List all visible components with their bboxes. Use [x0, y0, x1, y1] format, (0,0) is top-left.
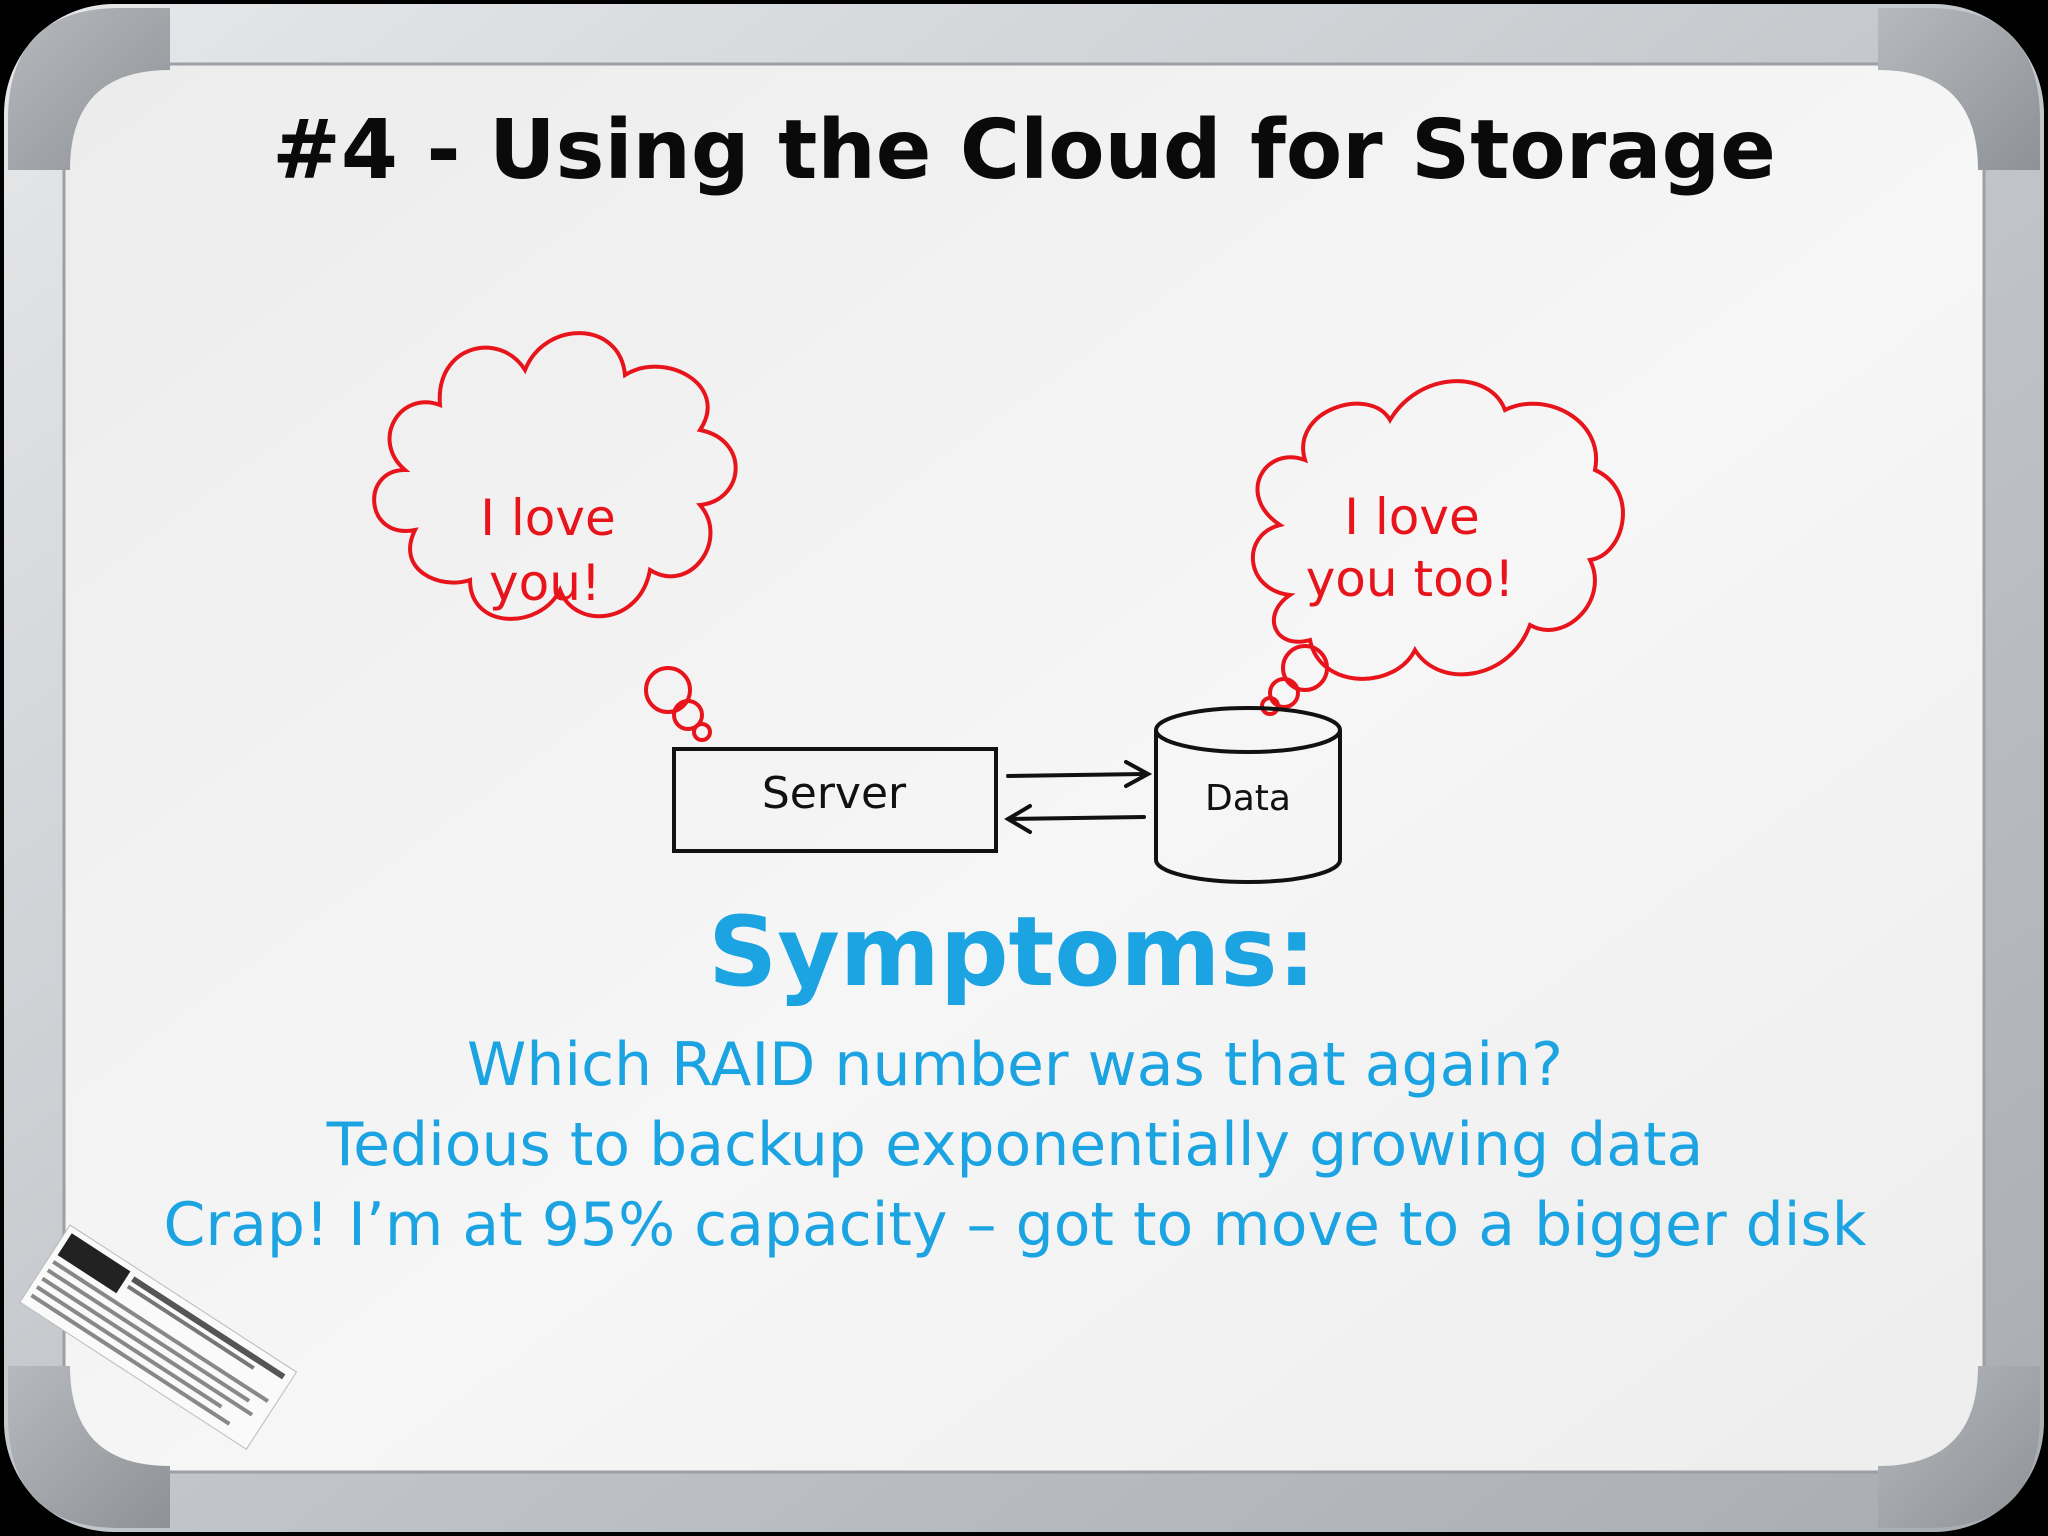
server-thought-line-1: I love: [480, 489, 615, 547]
server-label: Server: [762, 768, 907, 819]
server-to-data-arrow: [1006, 760, 1153, 788]
data-thought-line-2: you too!: [1306, 550, 1515, 608]
server-thought-line-2: you!: [489, 554, 601, 612]
parrot-sticker-icon: [19, 1224, 298, 1450]
symptom-item-2: Tedious to backup exponentially growing …: [326, 1110, 1704, 1180]
data-thought-line-1: I love: [1344, 488, 1479, 546]
data-to-server-arrow: [1004, 804, 1146, 834]
server-thought-bubble: [372, 331, 738, 742]
page-title: #4 - Using the Cloud for Storage: [272, 103, 1776, 198]
data-cylinder-icon: [1154, 706, 1342, 884]
parrot-corner-icon: [8, 8, 2040, 1528]
symptom-item-3: Crap! I’m at 95% capacity – got to move …: [164, 1190, 1867, 1260]
symptom-item-1: Which RAID number was that again?: [467, 1030, 1563, 1100]
whiteboard-surface: [64, 64, 1984, 1472]
symptoms-heading: Symptoms:: [708, 896, 1316, 1008]
data-label: Data: [1205, 778, 1291, 819]
server-box: [672, 747, 998, 853]
data-thought-bubble: [1251, 379, 1625, 716]
